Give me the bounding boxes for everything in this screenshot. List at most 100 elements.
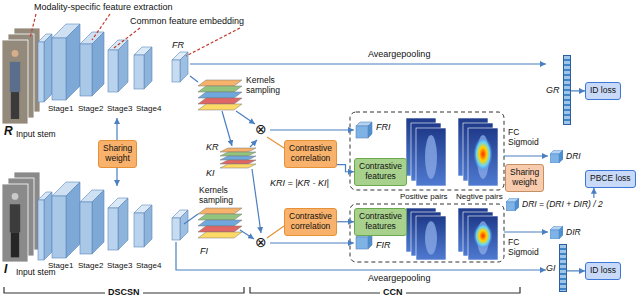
wire [250, 140, 257, 147]
pooling-arrow [176, 242, 546, 270]
wire [267, 226, 284, 238]
heading: Common feature embedding [130, 16, 244, 26]
stage-label: Stage4 [136, 261, 161, 270]
symbol-label: FRI [376, 122, 391, 132]
connector [567, 270, 585, 271]
symbol-label: FIR [376, 240, 391, 250]
leader-line [114, 28, 140, 48]
node-text: GI [546, 263, 556, 273]
pooling-arrow [190, 63, 546, 64]
stage-label: Stage2 [78, 261, 103, 270]
person-photo [2, 184, 28, 262]
stage-block [108, 198, 128, 250]
stage-block [80, 190, 104, 254]
kernel-stack [198, 80, 242, 110]
dashed-region [350, 112, 504, 190]
connector [571, 90, 586, 91]
feature-box: Contrastive features [354, 208, 407, 236]
node-text: DIR [566, 228, 581, 238]
heatmap-positive [416, 216, 446, 260]
heatmap-negative [468, 128, 498, 186]
wire [236, 111, 255, 124]
connector [337, 165, 354, 172]
wire [270, 129, 354, 130]
symbol-label: KR [206, 142, 219, 152]
stage-label: Stage3 [107, 261, 132, 270]
input-stem-block [38, 192, 52, 260]
score-cube: DRI = (DRI + DIR) / 2 [506, 198, 603, 211]
node-text: DRI = (DRI + DIR) / 2 [522, 200, 603, 210]
layer-label: FC Sigmoid [508, 128, 539, 148]
leader-line [186, 28, 240, 56]
kernel-label: Kernels sampling [199, 186, 233, 206]
pair-label: Negtive pairs [456, 192, 503, 201]
weight-box: Sharing weight [98, 140, 137, 168]
score-cube: DIR [550, 226, 581, 239]
node-text: Contrastive correlation [289, 212, 332, 232]
kernel-label: Kernels sampling [246, 76, 280, 96]
stage-label: Stage3 [107, 104, 132, 113]
modality-label: R [4, 125, 13, 139]
node-text: Sharing weight [510, 168, 539, 188]
kernel-stack [198, 208, 242, 238]
node-text: Contrastive features [359, 212, 402, 232]
pooling-label: Aveargepooling [368, 273, 430, 283]
node-text: ID loss [590, 86, 616, 96]
layer-label: FC Sigmoid [508, 238, 539, 258]
stem-label: Input stem [16, 268, 56, 278]
wire [222, 111, 232, 146]
correlation-box: Contrastive correlation [284, 208, 337, 236]
symbol-label: FR [172, 40, 184, 50]
node-text: Contrastive correlation [289, 144, 332, 164]
person-photo [2, 40, 28, 124]
vector-bar [563, 55, 571, 125]
wire [184, 214, 198, 224]
weight-arrow [116, 118, 117, 140]
stem-label: Input stem [16, 130, 56, 140]
operator-symbol: ⊗ [255, 235, 267, 250]
cube-icon [550, 226, 563, 239]
stage-block [80, 32, 104, 96]
weight-box: Sharing weight [505, 164, 544, 192]
loss-box: ID loss [585, 262, 621, 280]
connector [337, 221, 354, 222]
vector-bar [559, 244, 567, 292]
symbol-label: FI [200, 246, 208, 256]
wire [240, 230, 254, 239]
heading: Modality-specific feature extraction [34, 2, 173, 12]
network-label: DSCSN [105, 287, 143, 297]
correlation-box: Contrastive correlation [284, 140, 337, 168]
pooled-vector: GR [546, 55, 571, 125]
node-text: PBCE loss [590, 174, 631, 184]
stage-label: Stage2 [78, 104, 103, 113]
score-cube: DRI [550, 150, 581, 163]
feature-map [172, 210, 188, 240]
loss-box: PBCE loss [585, 170, 636, 188]
cube-icon [506, 198, 519, 211]
kernel-stack [220, 148, 256, 168]
node-text: ID loss [590, 266, 616, 276]
dashed-region [350, 204, 504, 262]
wire [267, 137, 284, 148]
node-text: GR [546, 85, 560, 95]
stage-label: Stage1 [48, 104, 73, 113]
heatmap-positive [416, 128, 446, 186]
stage-block [134, 47, 152, 89]
heatmap-negative [468, 216, 498, 260]
node-text: DRI [566, 152, 581, 162]
leader-line [92, 14, 110, 40]
symbol-label: KI [206, 168, 215, 178]
formula: KRI = |KR - KI| [270, 178, 329, 188]
fc-arrow [504, 155, 548, 156]
pair-label: Positive pairs [400, 192, 448, 201]
wire [270, 242, 354, 243]
input-stem-block [38, 34, 52, 102]
stage-label: Stage4 [136, 104, 161, 113]
connector [593, 188, 594, 198]
pooling-label: Aveargepooling [368, 49, 430, 59]
wire [190, 76, 198, 82]
modality-label: I [4, 263, 7, 277]
node-text: Sharing weight [103, 144, 132, 164]
stage-block [52, 24, 80, 100]
node-text: Contrastive features [359, 162, 402, 182]
